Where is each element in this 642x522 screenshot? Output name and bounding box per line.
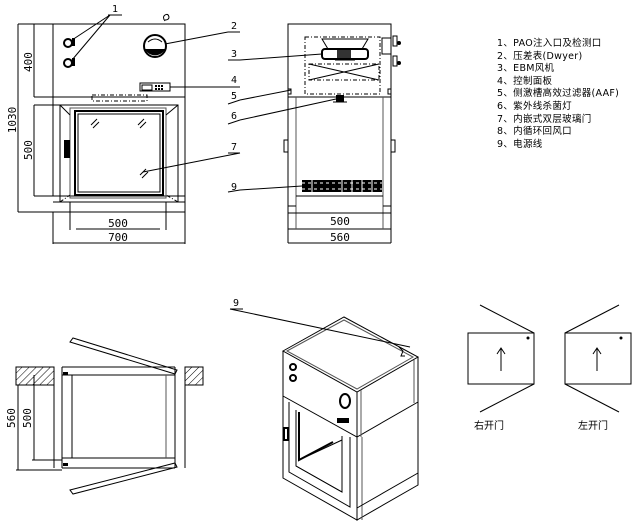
return-air-grille (302, 180, 382, 192)
iso-power-cord-icon (398, 346, 405, 357)
fan-icon (321, 38, 369, 61)
door-handle (64, 140, 70, 158)
iso-control-panel (337, 418, 349, 423)
power-cord-icon (163, 13, 170, 22)
hepa-filter (308, 63, 380, 81)
plan-dim-inner-depth: 500 (21, 408, 34, 428)
iso-pao-port-icon (289, 363, 297, 382)
callout-6: 6 (231, 111, 237, 122)
callout-4: 4 (231, 75, 237, 86)
wall-section-right (184, 366, 204, 386)
door-diagram-right (467, 304, 535, 413)
side-view: 500 560 (239, 23, 401, 244)
legend-item: 5、侧激槽高效过滤器(AAF) (497, 88, 620, 100)
callout-2: 2 (231, 21, 237, 32)
iso-callout-9: 9 (233, 298, 239, 309)
plan-view: 560 500 (5, 337, 204, 495)
plan-dim-outer-depth: 560 (5, 408, 18, 428)
door-open-top (69, 337, 178, 375)
side-dim-inner-width: 500 (330, 215, 350, 228)
legend: 1、PAO注入口及检测口 2、压差表(Dwyer) 3、EBM风机 4、控制面板… (497, 38, 619, 151)
glass-hatch (90, 118, 100, 129)
legend-item: 9、电源线 (497, 138, 543, 150)
control-panel-icon (139, 82, 171, 92)
iso-handle (283, 427, 289, 441)
dim-outer-width: 700 (108, 231, 128, 244)
uv-lamp-icon (333, 95, 347, 103)
glass-door (74, 110, 164, 196)
callout-7: 7 (231, 142, 237, 153)
legend-item: 4、控制面板 (497, 75, 553, 87)
door-diagram-left (564, 304, 632, 413)
legend-item: 7、内嵌式双层玻璃门 (497, 113, 592, 125)
dim-window-height: 500 (22, 140, 35, 160)
filter-housing (304, 36, 381, 95)
wall-section-left (15, 366, 55, 386)
legend-item: 2、压差表(Dwyer) (497, 50, 583, 62)
side-pao-port-icon (392, 35, 401, 67)
side-dim-outer-width: 560 (330, 231, 350, 244)
iso-top-face (281, 316, 420, 393)
side-handle-left (283, 139, 288, 153)
dim-top-height: 400 (22, 52, 35, 72)
callout-9: 9 (231, 182, 237, 193)
side-handle-right (391, 139, 396, 153)
right-door-label: 右开门 (474, 421, 504, 432)
callout-3: 3 (231, 49, 237, 60)
legend-item: 8、内循环回风口 (497, 126, 572, 138)
pao-port-icon (63, 38, 75, 68)
iso-gauge-icon (339, 393, 351, 409)
left-door-label: 左开门 (578, 421, 608, 432)
pressure-gauge-icon (143, 34, 167, 58)
uv-lamp (91, 94, 148, 102)
isometric-view: 9 (229, 298, 420, 521)
dim-inner-width: 500 (108, 217, 128, 230)
legend-item: 3、EBM风机 (497, 63, 555, 75)
door-open-bottom (69, 462, 178, 495)
front-view: 1030 400 500 500 700 1 2 3 4 5 6 7 9 (6, 4, 241, 244)
callout-1: 1 (112, 4, 118, 15)
legend-item: 6、紫外线杀菌灯 (497, 100, 572, 112)
dim-total-height: 1030 (6, 107, 19, 134)
callout-5: 5 (231, 91, 237, 102)
legend-item: 1、PAO注入口及检测口 (497, 38, 602, 49)
